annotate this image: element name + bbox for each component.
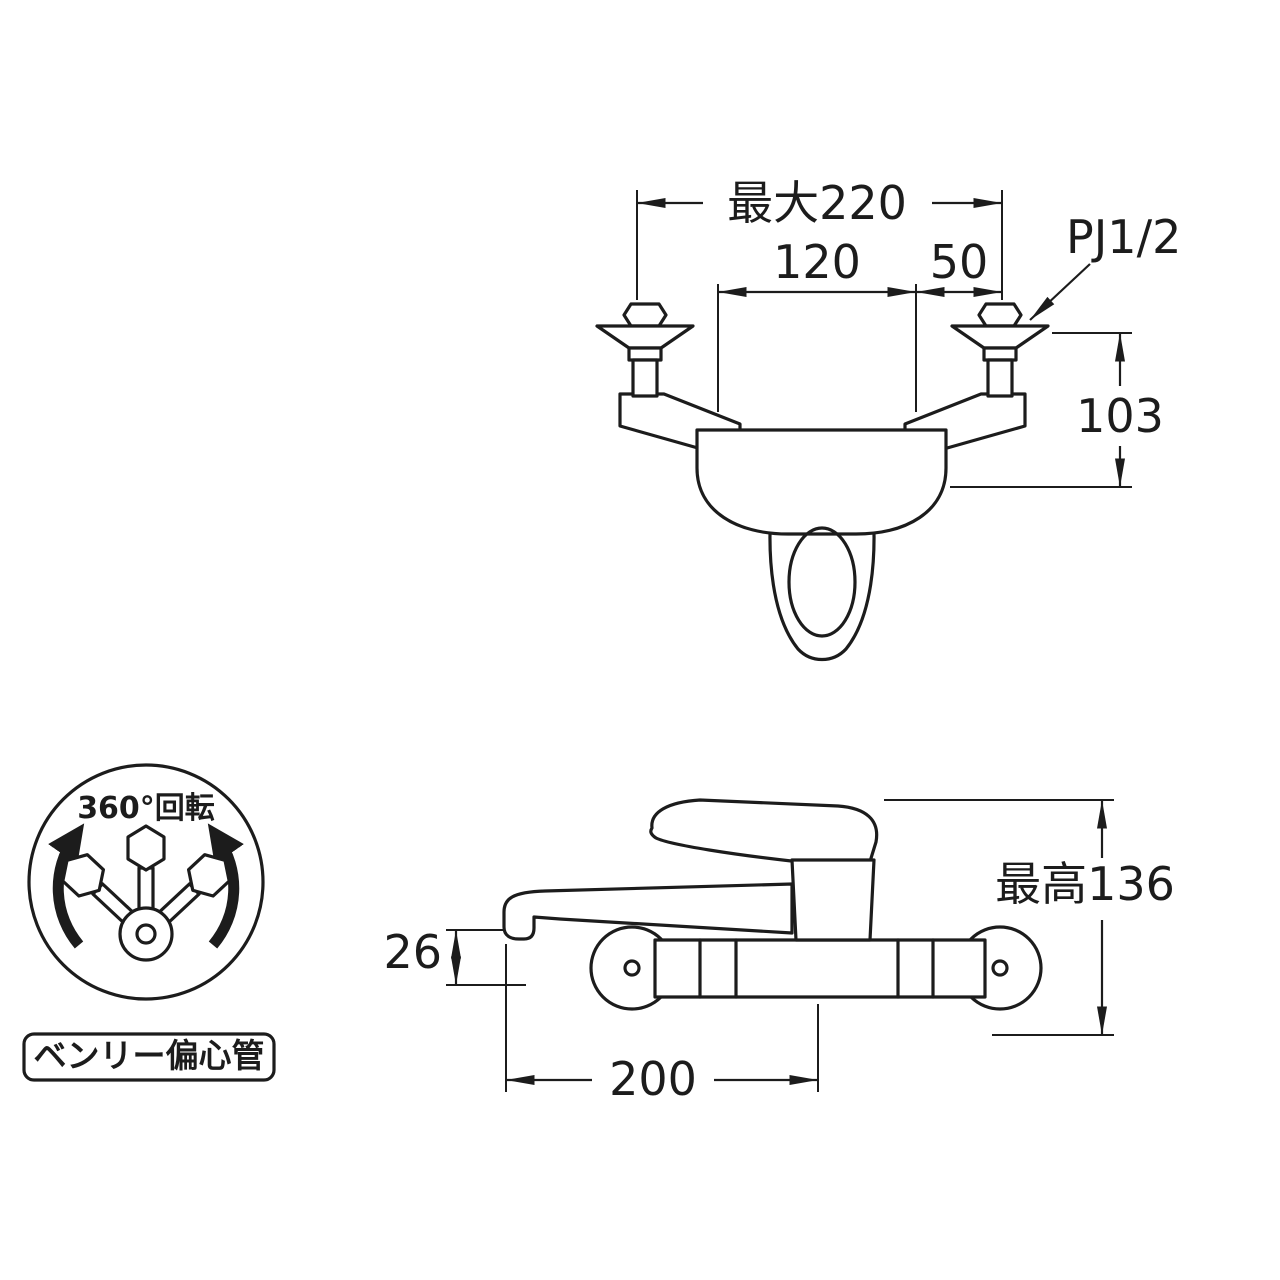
dim-label-max-height: 最高136 [995,857,1175,911]
eccentric-pipe-position-right [155,853,231,926]
hex-nut-center [126,824,166,872]
hex-nut-left [61,853,106,898]
right-wall-flange-center [991,959,1009,977]
rotation-label: 360°回転 [77,791,215,826]
supply-pipe-body [653,938,987,999]
dim-label-pitch: 120 [773,235,861,289]
detail-circle [27,763,265,1001]
front-lever-inner-outline [787,526,857,638]
right-inlet-pipe [986,358,1014,398]
front-view-dimensions: 最大220 120 50 PJ1/2 103 [636,176,1181,488]
left-inlet-pipe [631,358,659,398]
rotation-hub-center [135,923,157,945]
connection-thread-label: PJ1/2 [1066,210,1181,264]
side-view [502,798,1043,1011]
rotation-arrow-right [207,823,244,949]
side-spout [502,882,794,941]
pipe-neck-center [137,866,155,914]
right-inlet-flange [950,324,1050,350]
left-inlet-flange [595,324,695,350]
front-faucet-body [695,428,948,536]
side-lever-handle [649,798,879,870]
eccentric-pipe-position-center [126,824,166,914]
right-inlet-collar [982,346,1018,362]
rotation-detail: 360°回転 [27,763,265,1001]
dim-label-spout-tip: 26 [383,925,442,979]
part-name-box [22,1032,276,1082]
part-name-badge: ベンリー偏心管 [22,1032,276,1082]
left-inlet-collar [627,346,663,362]
right-inlet-hex-bolt [977,302,1023,328]
side-faucet-body [790,858,876,942]
leader-line-pj12 [1029,263,1091,321]
dim-label-height: 103 [1076,389,1164,443]
dim-label-spout-reach: 200 [609,1052,697,1106]
side-view-dimensions: 最高136 26 200 [383,799,1175,1106]
hex-nut-right [186,853,231,898]
dim-label-offset: 50 [930,235,989,289]
rotation-arrow-left [48,823,85,949]
part-name-label: ベンリー偏心管 [34,1036,265,1075]
rotation-hub [118,906,174,962]
left-wall-flange-center [623,959,641,977]
left-inlet-hex-bolt [622,302,668,328]
front-view [595,302,1050,662]
eccentric-pipe-position-left [61,853,137,926]
dim-label-total-width: 最大220 [727,176,907,230]
